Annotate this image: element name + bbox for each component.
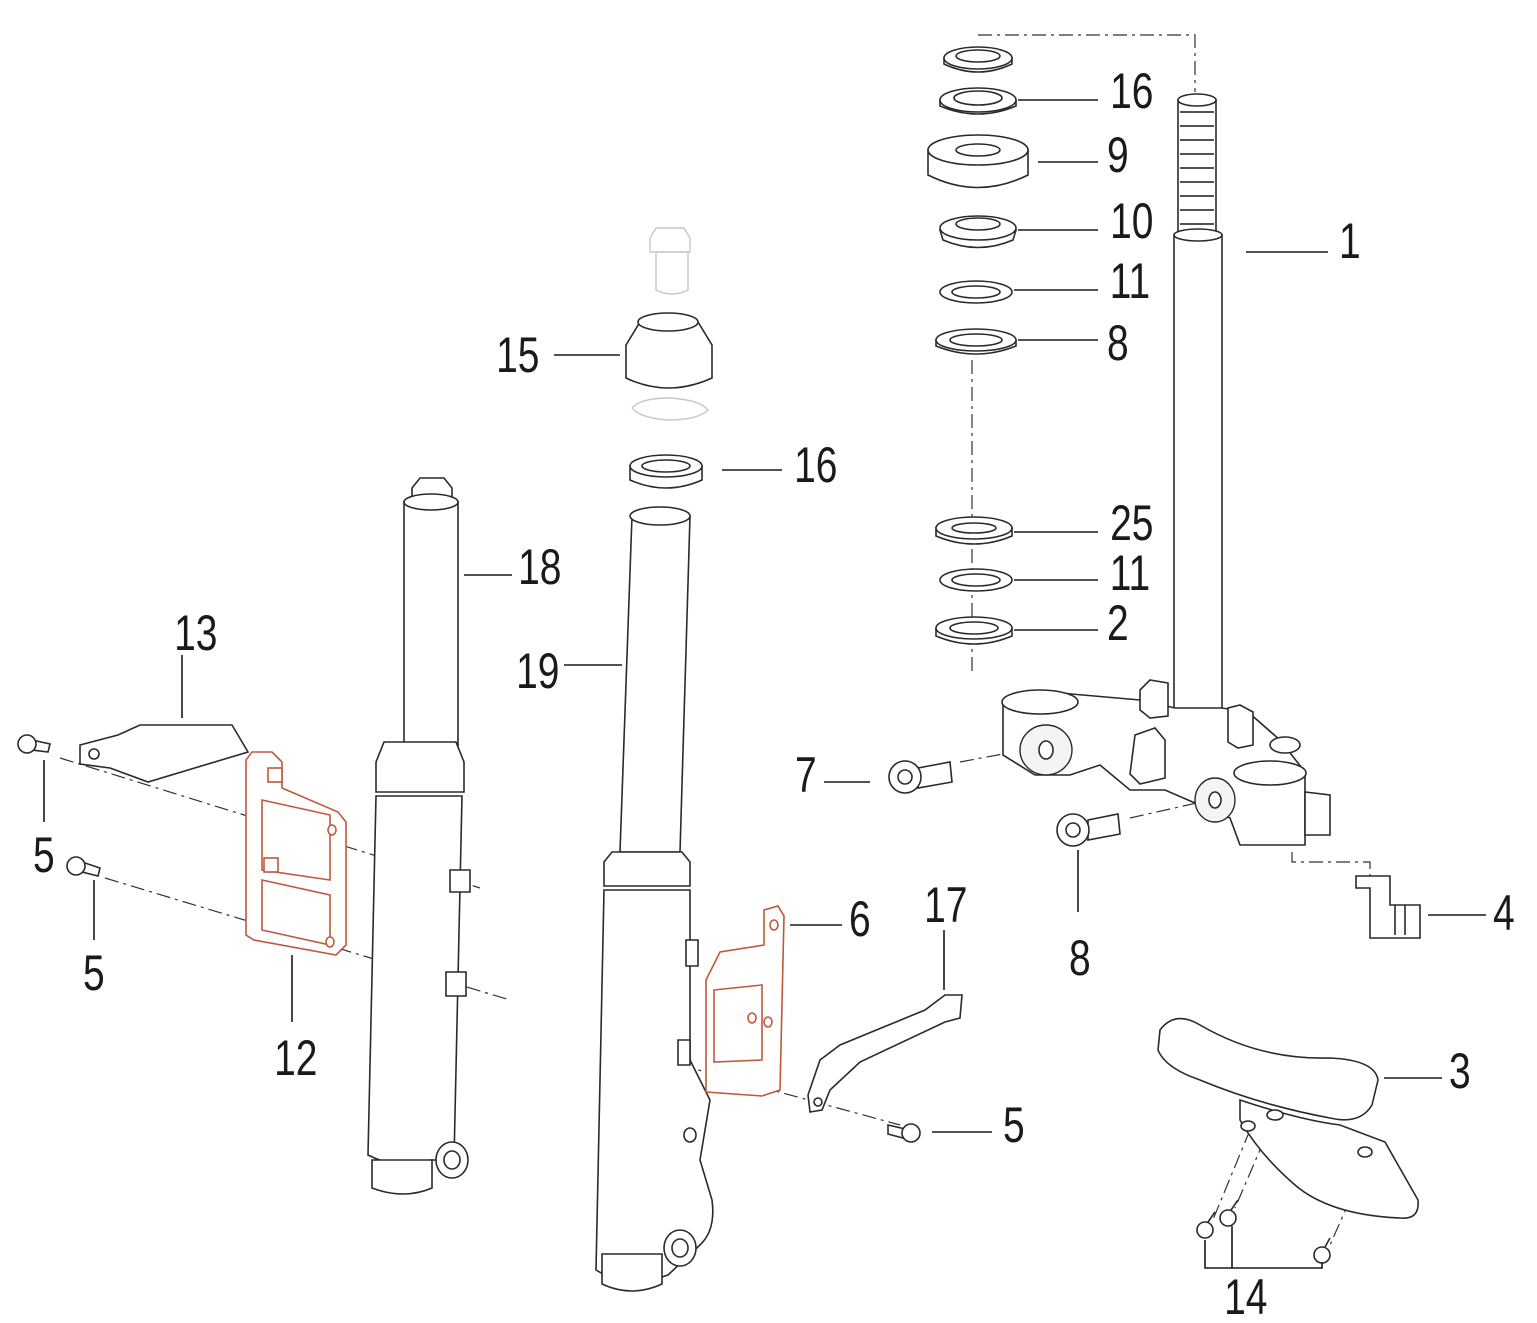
dust-cover-9 (927, 134, 1029, 189)
bolt-5-lower-left (66, 856, 101, 877)
callout-5-right: 5 (1003, 1096, 1025, 1153)
screws-14 (1196, 1199, 1331, 1264)
callout-13: 13 (174, 604, 217, 661)
ball-race-11-lower (939, 568, 1013, 592)
callout-labels: 16 9 10 1 11 8 25 11 2 15 16 18 19 13 5 … (33, 62, 1515, 1323)
callout-11-upper: 11 (1110, 252, 1150, 309)
fork-leg-18 (367, 477, 471, 1195)
callout-7-lower: 8 (1069, 929, 1091, 986)
caliper-bracket-6 (705, 905, 785, 1097)
callout-18: 18 (518, 538, 561, 595)
callout-6: 6 (849, 890, 871, 947)
fork-cap-15 (625, 312, 713, 389)
callout-5-lower-left: 5 (83, 944, 105, 1001)
callout-5-upper-left: 5 (33, 826, 55, 883)
fork-leg-19 (595, 506, 714, 1292)
leader-lines (43, 99, 1486, 1269)
callout-19: 19 (516, 642, 559, 699)
callout-2: 2 (1107, 594, 1129, 651)
callout-16: 16 (794, 436, 837, 493)
ball-race-11-upper (939, 280, 1013, 304)
hose-holder-17 (807, 994, 963, 1113)
bolt-5-upper-left (17, 734, 51, 754)
clip-bracket-4 (1355, 875, 1421, 939)
callout-9: 9 (1107, 126, 1129, 183)
top-bolt-faded (649, 227, 691, 295)
callout-12: 12 (274, 1029, 317, 1086)
bearing-cone-2 (935, 616, 1013, 645)
circlip-faded (631, 397, 709, 421)
lock-nut-top (943, 46, 1013, 73)
steering-stem (1173, 93, 1223, 713)
fork-cover-3 (1157, 1017, 1419, 1219)
callout-3: 3 (1449, 1042, 1471, 1099)
bearing-cup-25 (935, 516, 1013, 545)
lock-nut-20 (939, 87, 1017, 115)
hose-guide-13 (79, 724, 250, 783)
callout-15: 15 (496, 326, 539, 383)
oil-seal-16 (629, 454, 703, 489)
lower-fork-bracket (1001, 679, 1331, 846)
callout-20: 16 (1110, 62, 1153, 119)
callout-7-upper: 7 (795, 746, 817, 803)
callout-11-lower: 11 (1110, 544, 1150, 601)
callout-10: 10 (1110, 192, 1153, 249)
callout-14: 14 (1224, 1268, 1267, 1323)
bolt-5-right (887, 1123, 921, 1143)
bolt-7-lower (1056, 813, 1121, 847)
callout-25: 25 (1110, 494, 1153, 551)
adjusting-nut-10 (938, 215, 1018, 249)
callout-8: 8 (1107, 314, 1129, 371)
bolt-7-upper (888, 760, 953, 794)
caliper-bracket-12 (245, 751, 347, 956)
callout-17: 17 (924, 876, 967, 933)
callout-4: 4 (1493, 884, 1515, 941)
bearing-cone-8 (935, 328, 1017, 355)
callout-1: 1 (1339, 212, 1361, 269)
